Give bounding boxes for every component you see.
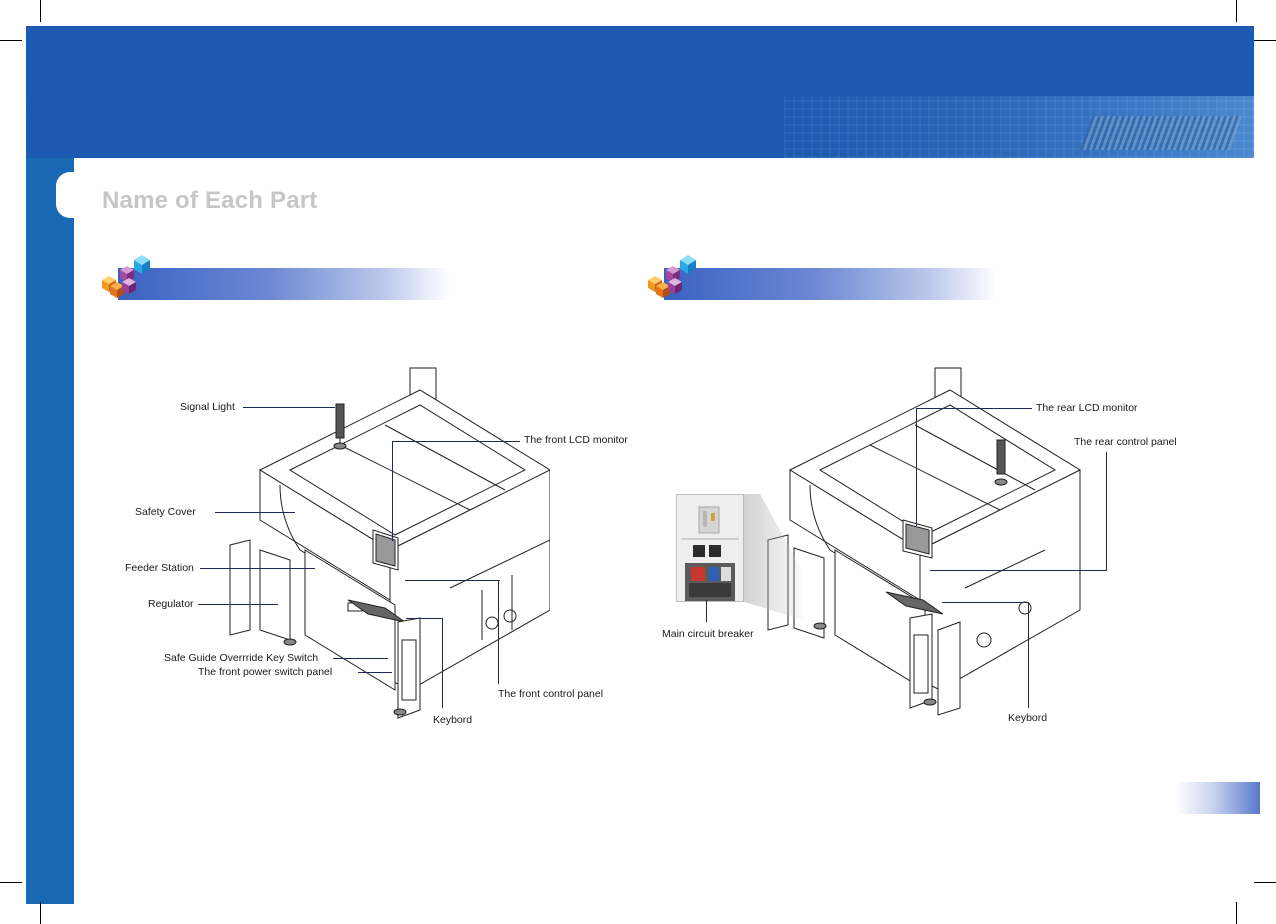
leader-line <box>243 407 335 408</box>
leader-line <box>916 408 917 526</box>
crop-mark <box>0 882 22 883</box>
leader-line <box>406 618 442 619</box>
label-keyboard-front: Keybord <box>433 714 472 726</box>
section-bar-rear <box>664 268 996 300</box>
main-circuit-breaker-photo <box>676 494 744 602</box>
page-number-block <box>1176 782 1260 814</box>
leader-line <box>706 600 707 622</box>
leader-line <box>358 672 392 673</box>
leader-line <box>498 580 499 684</box>
side-band <box>26 158 74 840</box>
leader-line <box>930 570 1107 571</box>
machine-front-drawing <box>220 360 550 740</box>
label-keyboard-rear: Keybord <box>1008 712 1047 724</box>
crop-mark <box>1254 882 1276 883</box>
label-safety-cover: Safety Cover <box>135 506 196 518</box>
label-signal-light: Signal Light <box>180 401 235 413</box>
crop-mark <box>1236 902 1237 924</box>
leader-line <box>405 580 500 581</box>
leader-line <box>442 618 443 708</box>
label-safe-guide-switch: Safe Guide Overrride Key Switch <box>164 652 318 664</box>
header-band <box>26 26 1254 158</box>
label-front-lcd-monitor: The front LCD monitor <box>524 434 628 446</box>
panel-top-notch <box>1068 158 1254 174</box>
crop-mark <box>40 0 41 22</box>
label-feeder-station: Feeder Station <box>125 562 194 574</box>
leader-line <box>333 658 388 659</box>
leader-line <box>916 408 1032 409</box>
crop-mark <box>1254 40 1276 41</box>
leader-line <box>1106 452 1107 570</box>
crop-mark <box>0 40 22 41</box>
cube-cluster-icon <box>96 252 156 302</box>
chip-graphic <box>1080 116 1242 150</box>
crop-mark <box>40 902 41 924</box>
cube-cluster-icon <box>642 252 702 302</box>
section-bar-front <box>118 268 450 300</box>
label-front-power-switch-panel: The front power switch panel <box>198 666 332 678</box>
label-front-control-panel: The front control panel <box>498 688 603 700</box>
label-rear-control-panel: The rear control panel <box>1074 436 1177 448</box>
leader-line <box>200 568 315 569</box>
leader-line <box>198 604 278 605</box>
leader-line <box>1028 602 1029 708</box>
label-rear-lcd-monitor: The rear LCD monitor <box>1036 402 1138 414</box>
leader-line <box>392 441 520 442</box>
machine-rear-drawing <box>760 360 1090 740</box>
crop-mark <box>1236 0 1237 22</box>
leader-line <box>392 441 393 541</box>
leader-line <box>942 602 1028 603</box>
page-title: Name of Each Part <box>102 187 317 215</box>
leader-line <box>215 512 295 513</box>
label-main-circuit-breaker: Main circuit breaker <box>662 628 754 640</box>
label-regulator: Regulator <box>148 598 194 610</box>
